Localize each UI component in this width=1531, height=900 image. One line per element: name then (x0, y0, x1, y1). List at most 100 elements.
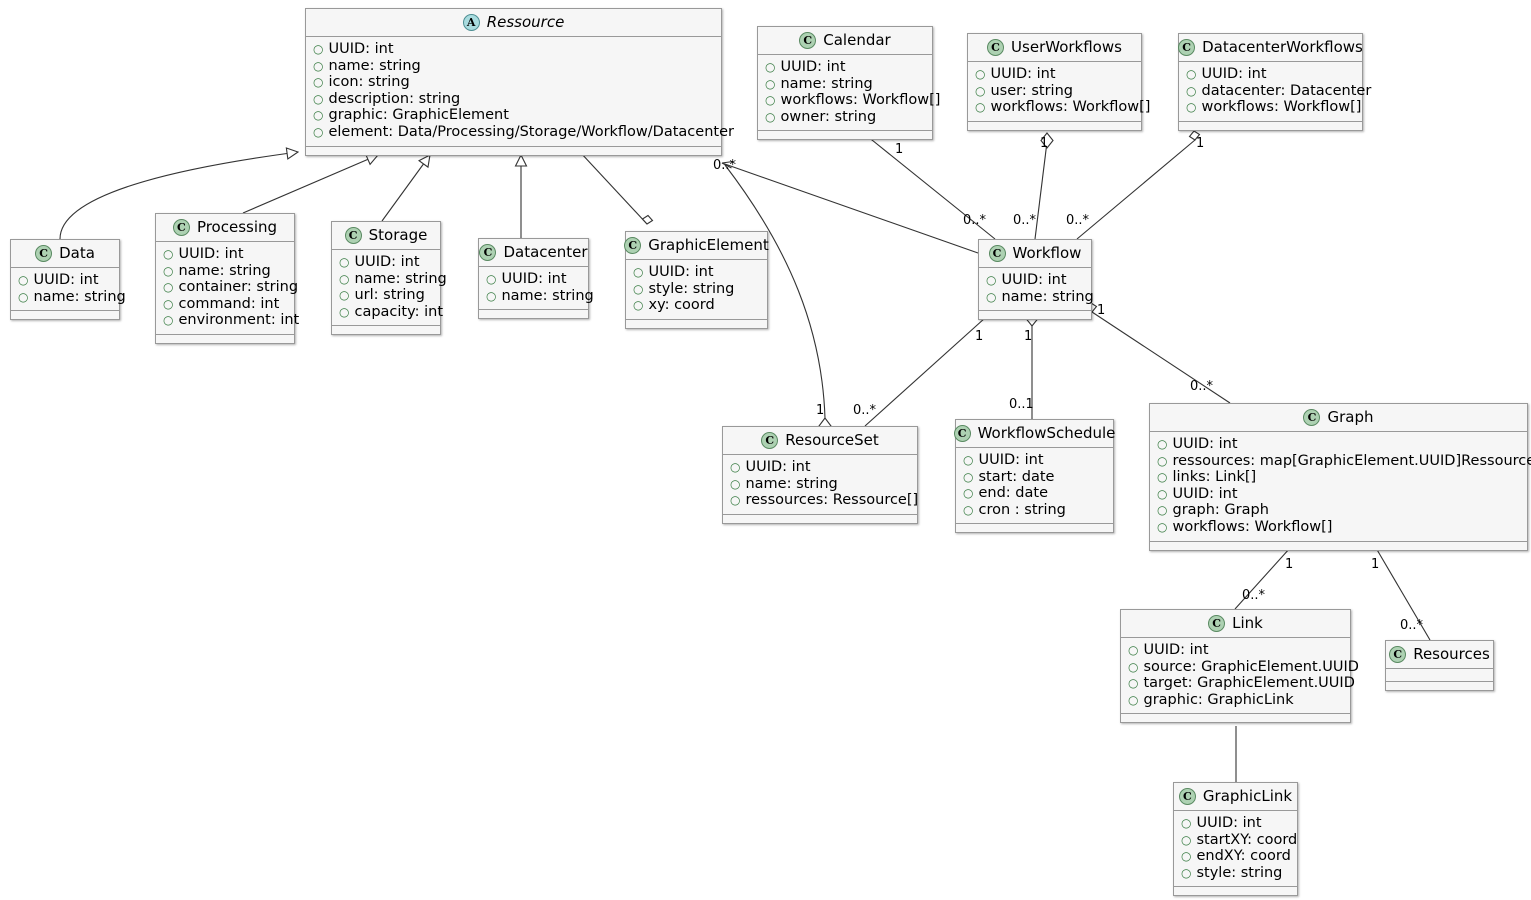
attribute-text: name: string (780, 75, 873, 92)
class-name-resourceset: ResourceSet (785, 431, 879, 449)
attribute-row: ○links: Link[] (1157, 469, 1520, 486)
attribute-text: links: Link[] (1172, 469, 1257, 486)
class-name-workflow: Workflow (1012, 244, 1082, 262)
class-name-graphicelement: GraphicElement (648, 236, 769, 254)
attribute-text: UUID: int (1172, 436, 1238, 452)
attribute-text: icon: string (328, 74, 410, 91)
attribute-row: ○element: Data/Processing/Storage/Workfl… (313, 124, 734, 141)
class-icon: C (35, 244, 53, 262)
class-icon: C (172, 218, 190, 236)
class-attributes-graphicelement: ○UUID: int○style: string○xy: coord (626, 260, 767, 320)
attribute-row: ○ UUID: int (339, 254, 433, 271)
class-name-ressource: Ressource (486, 13, 565, 31)
public-visibility-icon: ○ (1128, 643, 1139, 657)
attribute-row: ○UUID: int (1157, 486, 1520, 503)
attribute-text: UUID: int (1001, 272, 1067, 288)
public-visibility-icon: ○ (975, 83, 986, 98)
attribute-text: xy: coord (648, 297, 715, 314)
class-icon: C (953, 424, 971, 442)
class-box-graphicelement[interactable]: C GraphicElement ○UUID: int○style: string○… (624, 231, 769, 329)
attribute-row: ○UUID: int (975, 66, 1134, 83)
class-attributes-workflowschedule: ○UUID: int○start: date○end: date○cron : … (956, 448, 1113, 525)
multiplicity-label: 1 (975, 329, 984, 344)
public-visibility-icon: ○ (1186, 100, 1197, 115)
class-methods-link (1121, 714, 1350, 723)
public-visibility-icon: ○ (1181, 849, 1192, 864)
attribute-text: target: GraphicElement.UUID (1143, 675, 1355, 692)
class-header-graphicelement: C GraphicElement (624, 232, 769, 260)
class-methods-calendar (758, 131, 932, 140)
attribute-row: ○UUID: int (1186, 66, 1355, 83)
attribute-text: name: string (354, 270, 447, 287)
public-visibility-icon: ○ (313, 42, 324, 56)
attribute-row: ○xy: coord (633, 297, 760, 314)
attribute-text: UUID: int (1201, 66, 1267, 82)
public-visibility-icon: ○ (765, 76, 776, 91)
multiplicity-label: 1 (1196, 136, 1205, 151)
class-name-calendar: Calendar (823, 31, 891, 49)
attribute-text: UUID: int (1143, 642, 1209, 658)
class-methods-workflow (979, 311, 1091, 320)
class-name-userworkflows: UserWorkflows (1011, 38, 1122, 56)
class-icon: C (1303, 408, 1321, 426)
public-visibility-icon: ○ (765, 109, 776, 124)
class-attributes-storage: ○UUID: int○name: string○url: string○capa… (332, 250, 447, 327)
attribute-row: ○name: string (163, 263, 287, 280)
class-name-graphiclink: GraphicLink (1202, 787, 1293, 805)
class-name-processing: Processing (196, 218, 278, 236)
attribute-text: source: GraphicElement.UUID (1143, 658, 1359, 675)
attribute-row: ○user: string (975, 83, 1134, 100)
attribute-row: ○name: string (313, 58, 714, 75)
class-name-datacenterworkflows: DatacenterWorkflows (1202, 38, 1363, 56)
public-visibility-icon: ○ (963, 486, 974, 501)
attribute-text: ressources: Ressource[] (745, 492, 919, 509)
multiplicity-label: 1 (1024, 329, 1033, 344)
multiplicity-label: 0..* (1066, 213, 1090, 228)
attribute-row: ○end: date (963, 485, 1106, 502)
attribute-row: ○UUID: int (963, 452, 1106, 469)
multiplicity-label: 0..* (1013, 213, 1037, 228)
class-icon: C (624, 236, 642, 254)
attribute-text: description: string (328, 90, 461, 107)
class-methods-datacenter (479, 310, 588, 319)
class-name-datacenter: Datacenter (503, 243, 588, 261)
public-visibility-icon: ○ (975, 100, 986, 115)
multiplicity-label: 0..* (963, 213, 987, 228)
public-visibility-icon: ○ (339, 255, 350, 269)
attribute-row: ○datacenter: Datacenter (1186, 83, 1371, 100)
attribute-row: ○UUID: int (986, 272, 1084, 289)
public-visibility-icon: ○ (1157, 519, 1168, 534)
attribute-row: ○target: GraphicElement.UUID (1128, 675, 1355, 692)
attribute-row: ○workflows: Workflow[] (975, 99, 1150, 116)
public-visibility-icon: ○ (18, 289, 29, 304)
class-methods-datacenterworkflows (1179, 121, 1362, 130)
attribute-text: start: date (978, 468, 1055, 485)
attribute-row: ○graph: Graph (1157, 502, 1520, 519)
attribute-row: ○style: string (1181, 865, 1290, 882)
attribute-row: ○UUID: int (633, 264, 760, 281)
class-icon: C (799, 31, 817, 49)
public-visibility-icon: ○ (163, 313, 174, 328)
attribute-text: UUID: int (354, 254, 420, 270)
class-icon: C (344, 226, 362, 244)
